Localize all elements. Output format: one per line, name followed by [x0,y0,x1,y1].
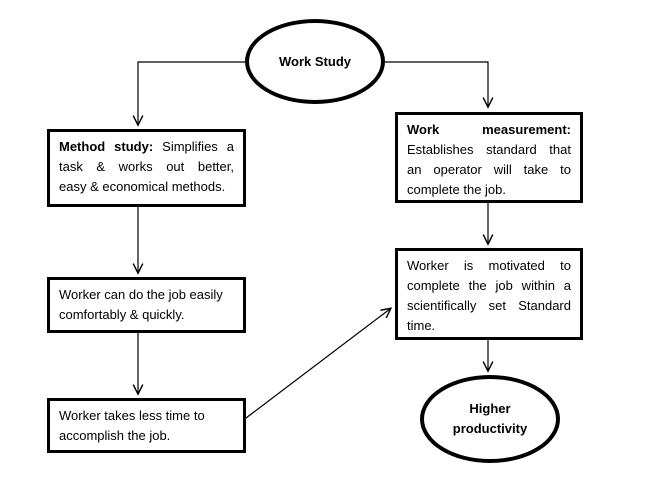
work-measurement-title-word2: measurement: [482,122,571,137]
node-worker-less-time: Worker takes less time to accomplish the… [47,398,246,453]
worker-motivated-line2: complete the job within a [407,278,571,293]
node-higher-productivity: Higher productivity [420,375,560,463]
edge-workstudy-to-methodstudy [138,61,245,124]
work-measurement-line3: an operator will take to [407,162,571,177]
node-worker-motivated: Worker is motivated to complete the job … [395,248,583,340]
work-study-label: Work Study [279,53,351,69]
work-measurement-title-word1: Work [407,122,440,137]
edge-workstudy-to-workmeasurement [385,61,488,106]
method-study-line3: easy & economical methods. [59,179,226,194]
work-measurement-line1: Work measurement: [407,120,571,140]
worker-easily-line1: Worker can do the job easily [59,287,223,302]
node-worker-easily: Worker can do the job easily comfortably… [47,277,246,333]
work-measurement-line4: complete the job. [407,182,507,197]
node-work-study: Work Study [245,19,385,104]
worker-motivated-line4: time. [407,318,436,333]
worker-less-time-line1: Worker takes less time to [59,408,205,423]
higher-productivity-line1: Higher [469,401,511,416]
node-work-measurement: Work measurement: Establishes standard t… [395,112,583,203]
method-study-line2: task & works out better, [59,159,234,174]
work-measurement-line2: Establishes standard that [407,142,571,157]
higher-productivity-line2: productivity [452,421,528,436]
method-study-line1: Method study: Simplifies a [59,139,234,154]
method-study-title: Method study: [59,139,154,154]
edge-workerlesstime-to-workermotivated [245,309,390,419]
worker-motivated-line3: scientifically set Standard [407,298,571,313]
worker-less-time-line2: accomplish the job. [59,428,171,443]
worker-easily-line2: comfortably & quickly. [59,307,185,322]
worker-motivated-line1: Worker is motivated to [407,258,571,273]
node-method-study: Method study: Simplifies a task & works … [47,129,246,207]
